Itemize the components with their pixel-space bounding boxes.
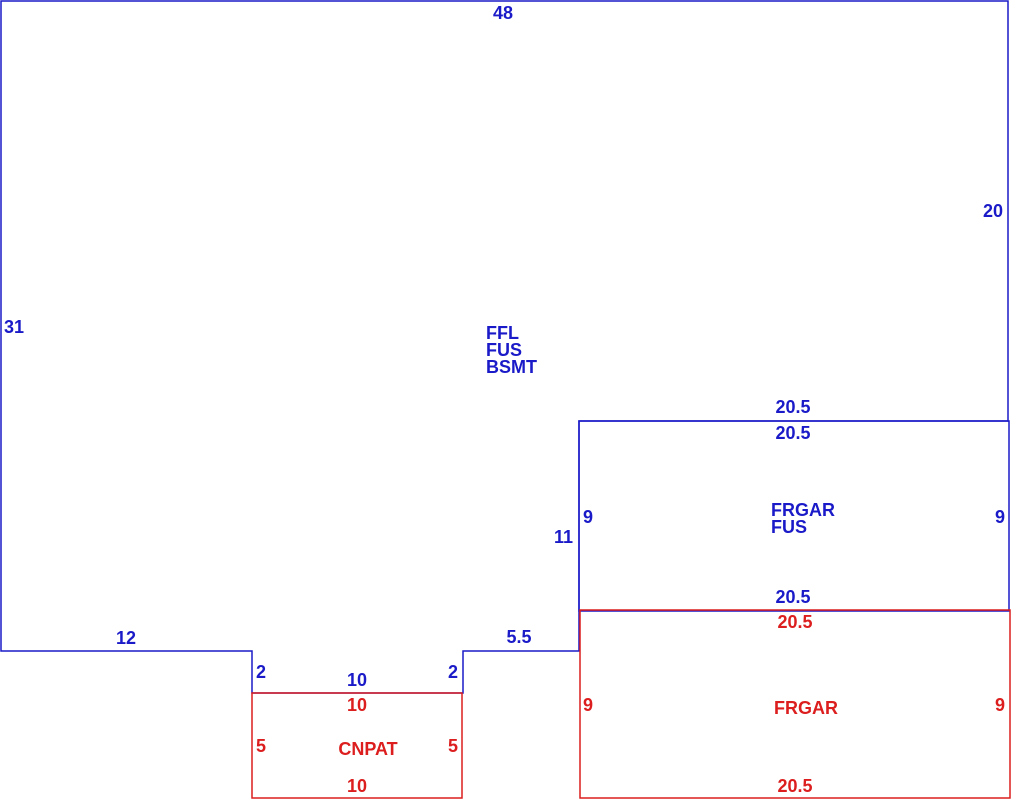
patio-dim-bottom: 10	[347, 776, 367, 796]
lower-garage-label-frgar: FRGAR	[774, 698, 838, 718]
patio-dim-right: 5	[448, 736, 458, 756]
main-house-label-fus: FUS	[486, 340, 522, 360]
patio-dim-top: 10	[347, 695, 367, 715]
main-house-dim-top: 48	[493, 3, 513, 23]
lower-garage-dim-bottom: 20.5	[777, 776, 812, 796]
main-house-dim-garage-top: 20.5	[775, 397, 810, 417]
lower-garage-dim-right: 9	[995, 695, 1005, 715]
upper-garage-dim-right: 9	[995, 507, 1005, 527]
patio-outline	[251, 692, 463, 799]
main-house-dim-bottom-mid: 5.5	[506, 627, 531, 647]
patio-label-cnpat: CNPAT	[338, 739, 397, 759]
main-house-dim-left: 31	[4, 317, 24, 337]
main-house-dim-notch: 10	[347, 670, 367, 690]
main-house-dim-step-left: 2	[256, 662, 266, 682]
lower-garage-dim-left: 9	[583, 695, 593, 715]
patio-dim-left: 5	[256, 736, 266, 756]
main-house-label-ffl: FFL	[486, 323, 519, 343]
main-house-dim-bottom-left: 12	[116, 628, 136, 648]
main-house-dim-riser: 11	[554, 527, 573, 547]
upper-garage-dim-bottom: 20.5	[775, 587, 810, 607]
lower-garage-outline	[579, 609, 1011, 799]
main-house-dim-step-right: 2	[448, 662, 458, 682]
upper-garage-dim-left: 9	[583, 507, 593, 527]
main-house-label-bsmt: BSMT	[486, 357, 537, 377]
main-house-outline	[0, 0, 1009, 694]
upper-garage-label-fus: FUS	[771, 517, 807, 537]
upper-garage-dim-top: 20.5	[775, 423, 810, 443]
upper-garage-label-frgar: FRGAR	[771, 500, 835, 520]
upper-garage-outline	[578, 420, 1010, 612]
lower-garage-dim-top: 20.5	[777, 612, 812, 632]
main-house-dim-right: 20	[983, 201, 1003, 221]
